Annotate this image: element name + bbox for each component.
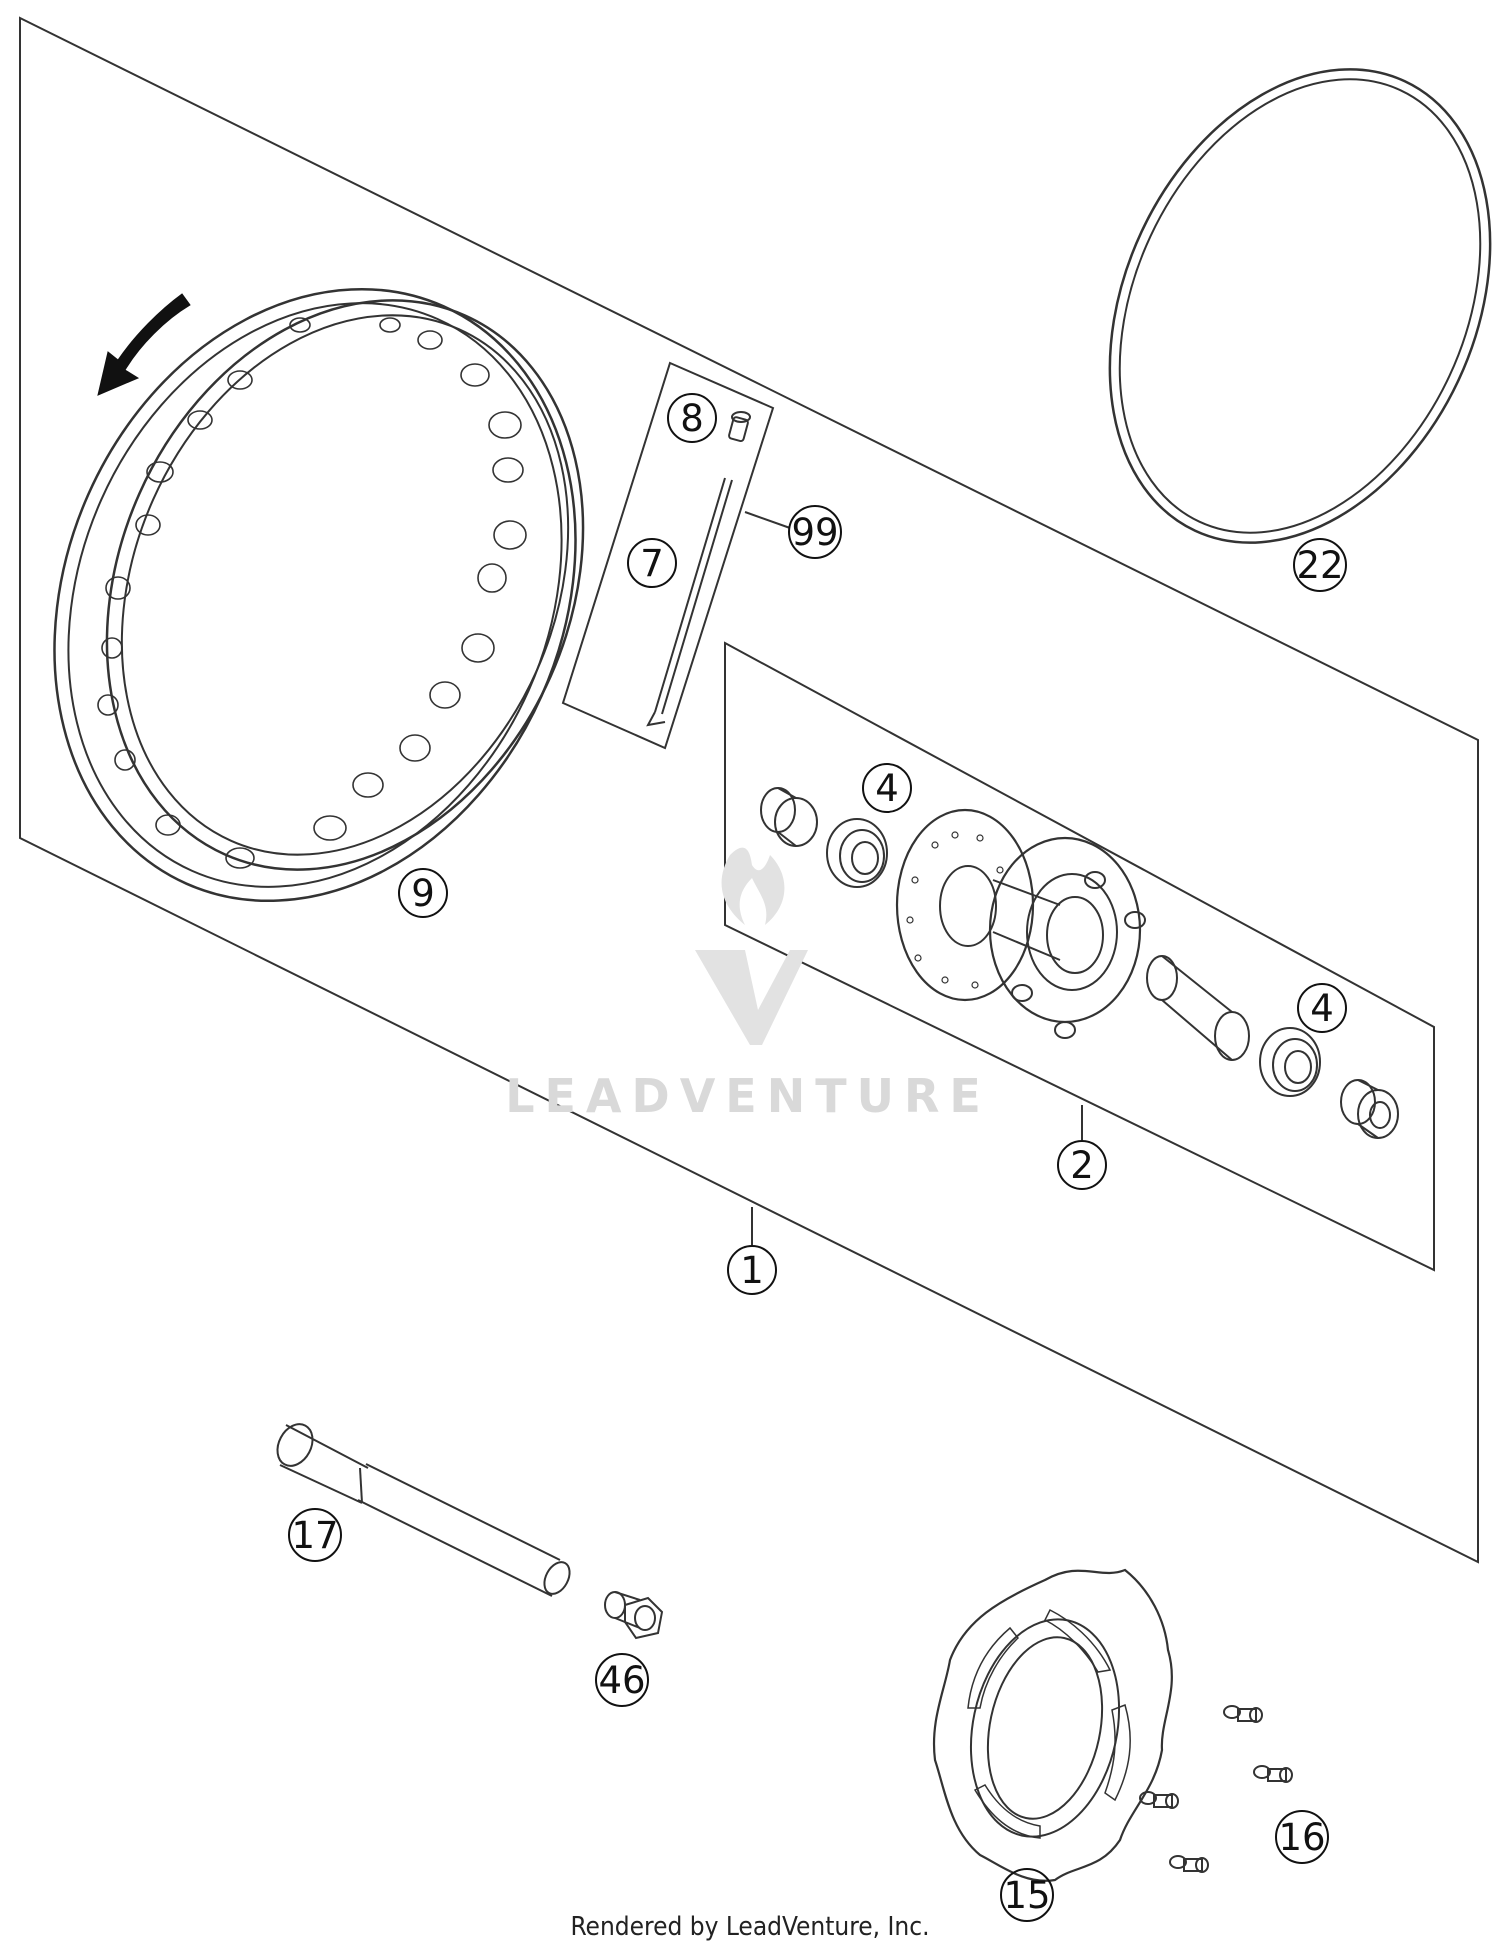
disc-bolts-drawing (1139, 1705, 1293, 1873)
callout-22: 22 (1293, 538, 1347, 592)
svg-text:9: 9 (411, 872, 435, 915)
svg-text:8: 8 (680, 397, 704, 440)
svg-text:46: 46 (598, 1659, 645, 1702)
svg-text:16: 16 (1278, 1816, 1325, 1859)
callout-16: 16 (1275, 1810, 1329, 1864)
wheel-assembly-outline (19, 16, 1479, 1564)
bearing-left-drawing (826, 818, 888, 888)
brake-disc-drawing (932, 1568, 1173, 1882)
callout-8: 8 (667, 393, 717, 443)
axle-drawing (276, 1423, 571, 1597)
callout-17: 17 (288, 1508, 342, 1562)
render-credit: Rendered by LeadVenture, Inc. (570, 1912, 929, 1942)
watermark: LEADVENTURE (505, 847, 991, 1123)
callout-2: 2 (1057, 1140, 1107, 1190)
svg-text:4: 4 (875, 767, 899, 810)
callout-99: 99 (788, 505, 842, 559)
callout-46: 46 (595, 1653, 649, 1707)
callout-1: 1 (727, 1245, 777, 1295)
svg-text:1: 1 (740, 1249, 764, 1292)
callout-15: 15 (1000, 1868, 1054, 1922)
bearing-right-drawing (1259, 1027, 1321, 1097)
spacer-sleeve-drawing (1146, 955, 1250, 1061)
svg-text:LEADVENTURE: LEADVENTURE (505, 1069, 991, 1123)
axle-nut-drawing (604, 1591, 664, 1640)
svg-text:4: 4 (1310, 987, 1334, 1030)
callout-9: 9 (398, 868, 448, 918)
spacer-left-drawing (760, 787, 818, 847)
spoke-nipple-drawing (728, 411, 751, 443)
callout-7: 7 (627, 538, 677, 588)
spoke-drawing (646, 477, 733, 727)
svg-text:17: 17 (291, 1514, 338, 1557)
hub-drawing (895, 808, 1146, 1039)
svg-text:22: 22 (1296, 544, 1343, 587)
rotation-arrow-icon (97, 293, 191, 396)
leader-99 (744, 511, 791, 529)
callout-4-right: 4 (1297, 983, 1347, 1033)
spacer-right-drawing (1340, 1079, 1399, 1139)
rim-drawing (53, 287, 585, 903)
svg-text:15: 15 (1003, 1874, 1050, 1917)
callout-4-left: 4 (862, 763, 912, 813)
hub-kit-outline (724, 641, 1435, 1272)
rim-band-drawing (1108, 68, 1492, 544)
spoke-kit-outline (561, 361, 775, 750)
svg-text:99: 99 (791, 511, 838, 554)
svg-text:2: 2 (1070, 1144, 1094, 1187)
svg-text:7: 7 (640, 542, 664, 585)
